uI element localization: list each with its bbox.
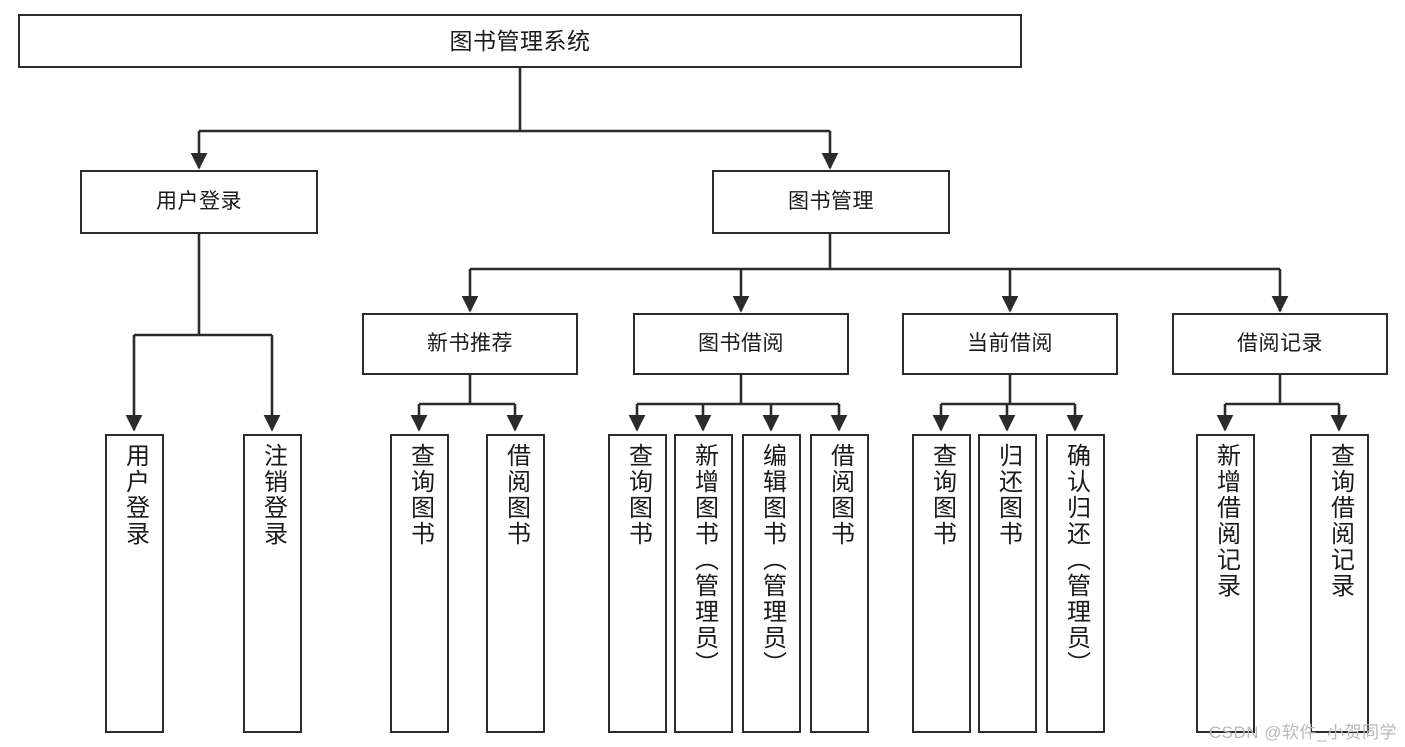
node-new-book-recommend-label: 新书推荐 [427, 332, 513, 356]
node-user-login[interactable]: 用户登录 [80, 170, 318, 234]
node-root-label: 图书管理系统 [449, 27, 591, 54]
leaf-book-borrow-add-book[interactable]: 新增图书（管理员） [674, 434, 733, 733]
leaf-borrow-record-query-record[interactable]: 查询借阅记录 [1310, 434, 1369, 733]
node-book-manage-label: 图书管理 [788, 190, 874, 214]
leaf-current-borrow-confirm-return[interactable]: 确认归还（管理员） [1046, 434, 1105, 733]
leaf-current-borrow-return-book[interactable]: 归还图书 [978, 434, 1037, 733]
leaf-label: 查询图书 [928, 443, 956, 547]
node-borrow-record[interactable]: 借阅记录 [1172, 313, 1388, 375]
csdn-watermark: CSDN @软件_小贺同学 [1208, 723, 1397, 742]
leaf-new-book-borrow-book[interactable]: 借阅图书 [486, 434, 545, 733]
leaf-user-login-logout[interactable]: 注销登录 [243, 434, 302, 733]
leaf-label: 新增借阅记录 [1212, 443, 1240, 599]
leaf-book-borrow-borrow-book[interactable]: 借阅图书 [810, 434, 869, 733]
node-new-book-recommend[interactable]: 新书推荐 [362, 313, 578, 375]
leaf-label: 查询借阅记录 [1326, 443, 1354, 599]
leaf-label: 新增图书（管理员） [690, 443, 718, 677]
node-root[interactable]: 图书管理系统 [18, 14, 1022, 68]
leaf-book-borrow-query-book[interactable]: 查询图书 [608, 434, 667, 733]
leaf-label: 编辑图书（管理员） [758, 443, 786, 677]
node-book-borrow-label: 图书借阅 [698, 332, 784, 356]
node-user-login-label: 用户登录 [156, 190, 242, 214]
leaf-label: 归还图书 [994, 443, 1022, 547]
node-book-borrow[interactable]: 图书借阅 [633, 313, 849, 375]
node-current-borrow[interactable]: 当前借阅 [902, 313, 1118, 375]
leaf-book-borrow-edit-book[interactable]: 编辑图书（管理员） [742, 434, 801, 733]
node-current-borrow-label: 当前借阅 [967, 332, 1053, 356]
leaf-label: 查询图书 [624, 443, 652, 547]
leaf-label: 注销登录 [259, 443, 287, 547]
node-book-manage[interactable]: 图书管理 [712, 170, 950, 234]
leaf-user-login-user-login[interactable]: 用户登录 [105, 434, 164, 733]
node-borrow-record-label: 借阅记录 [1237, 332, 1323, 356]
leaf-new-book-query-book[interactable]: 查询图书 [390, 434, 449, 733]
leaf-label: 用户登录 [121, 443, 149, 547]
leaf-label: 借阅图书 [826, 443, 854, 547]
leaf-label: 查询图书 [406, 443, 434, 547]
leaf-borrow-record-add-record[interactable]: 新增借阅记录 [1196, 434, 1255, 733]
leaf-current-borrow-query-book[interactable]: 查询图书 [912, 434, 971, 733]
leaf-label: 确认归还（管理员） [1062, 443, 1090, 677]
leaf-label: 借阅图书 [502, 443, 530, 547]
